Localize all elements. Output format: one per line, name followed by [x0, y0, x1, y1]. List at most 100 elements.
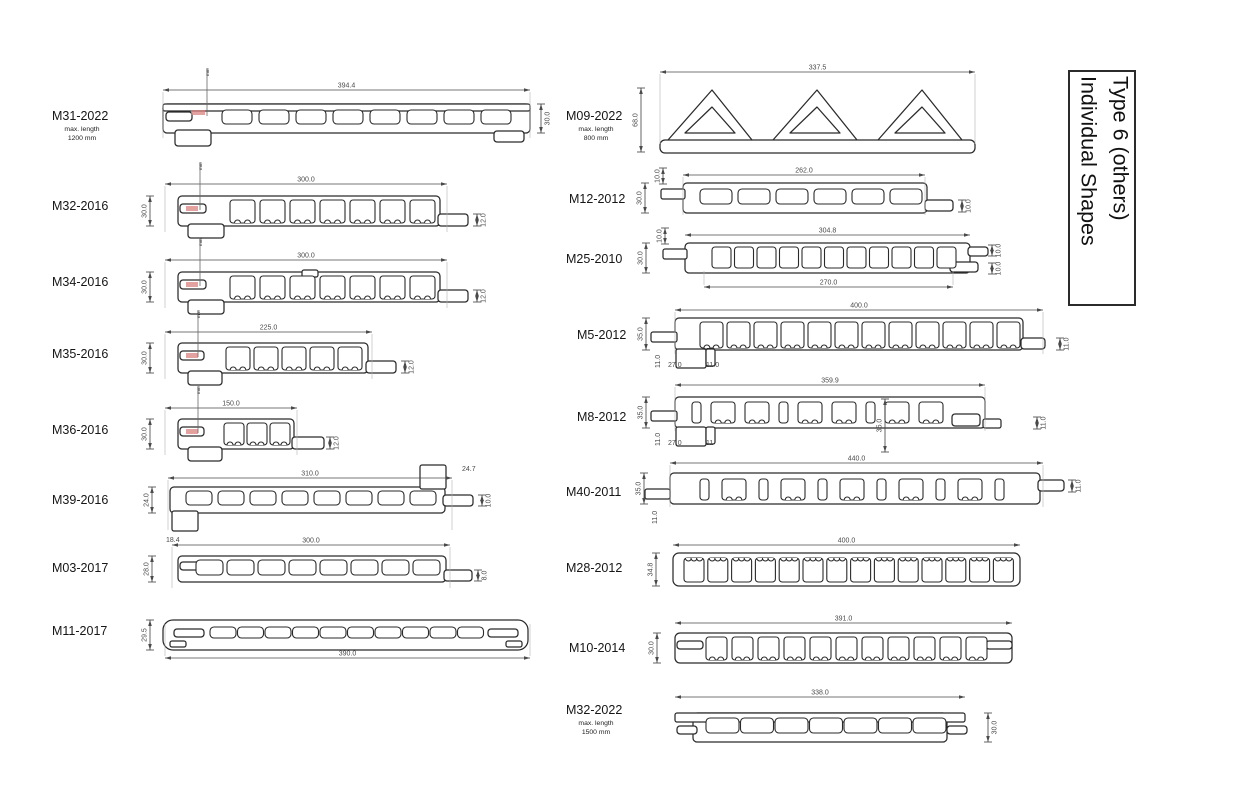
dimension-label: 30.0 [992, 721, 999, 735]
cavity [229, 275, 256, 300]
cavity [259, 199, 286, 224]
cavity-tooth [874, 344, 882, 349]
cavity-tooth [263, 219, 272, 224]
cavity-tooth [820, 344, 828, 349]
dim-arrow [663, 228, 667, 234]
cavity-tooth [873, 656, 881, 661]
cavity-tooth [1000, 344, 1008, 349]
cavity [319, 626, 347, 639]
cavity [846, 246, 867, 269]
dim-arrow [644, 397, 648, 403]
cavity [731, 636, 754, 661]
dim-arrow [883, 446, 887, 452]
title-block: Individual Shapes Type 6 (others) [1068, 70, 1136, 306]
cavity [756, 246, 777, 269]
dimension-label: 30.0 [142, 351, 149, 365]
dimension-label: 12.0 [481, 289, 488, 303]
cavity [915, 321, 940, 349]
truss-outer [772, 89, 858, 141]
dimension-label: 30.0 [637, 191, 644, 205]
cavity-tooth [784, 496, 792, 501]
cavity-tooth [233, 219, 242, 224]
dim-arrow [959, 695, 965, 699]
cavity-tooth [801, 419, 809, 424]
dim-arrow [148, 296, 152, 302]
cavity-tooth [886, 557, 894, 562]
dim-arrow [673, 543, 679, 547]
cavity-tooth [916, 656, 924, 661]
dim-arrow [444, 543, 450, 547]
dim-arrow [655, 633, 659, 639]
cavity-tooth [982, 344, 990, 349]
cavity-tooth [333, 295, 342, 300]
dim-arrow [655, 657, 659, 663]
profile-label: M39-2016 [52, 493, 108, 507]
dim-arrow [539, 104, 543, 110]
cavity-tooth [932, 419, 940, 424]
dim-arrow [524, 656, 530, 660]
cavity-tooth [811, 344, 819, 349]
cavity-tooth [333, 219, 342, 224]
title-line-1: Individual Shapes [1076, 76, 1101, 246]
cavity [913, 246, 935, 269]
profile-label: M11-2017 [52, 624, 107, 638]
dim-arrow [148, 644, 152, 650]
dim-arrow [475, 296, 479, 302]
dimension-label: 338.0 [811, 690, 829, 697]
dimension-label: 337.5 [809, 65, 827, 72]
cavity [778, 557, 800, 583]
cavity [888, 321, 913, 349]
profile-feature [187, 299, 225, 315]
cavity-tooth [239, 366, 247, 371]
callout-text: mm [198, 162, 203, 170]
cavity-tooth [835, 419, 843, 424]
cavity [780, 478, 806, 501]
cavity [939, 636, 962, 661]
cavity [935, 478, 946, 501]
profile-feature [505, 640, 523, 648]
cavity-tooth [696, 557, 704, 562]
truss-outer [667, 89, 753, 141]
cavity-tooth [892, 344, 900, 349]
cavity-tooth [845, 419, 853, 424]
dim-arrow [148, 443, 152, 449]
dim-arrow [150, 556, 154, 562]
dimension-label: 11.0 [706, 362, 719, 369]
cavity [409, 199, 436, 224]
profile-label: M32-2016 [52, 199, 108, 213]
dimension-label: 300.0 [297, 253, 315, 260]
profile-label: M31-2022 [52, 109, 108, 123]
dim-arrow [883, 399, 887, 405]
cavity-tooth [902, 496, 910, 501]
cavity [291, 626, 320, 639]
dim-arrow [639, 146, 643, 152]
cavity-tooth [233, 295, 242, 300]
cavity-tooth [243, 295, 252, 300]
cavity [921, 557, 943, 583]
profile-feature [487, 628, 519, 638]
profile-feature [437, 213, 469, 227]
cavity [775, 188, 809, 205]
cavity [456, 626, 485, 639]
cavity-tooth [748, 419, 756, 424]
cavity-tooth [708, 656, 716, 661]
cavity-tooth [735, 496, 743, 501]
dim-arrow [441, 182, 447, 186]
cavity [936, 246, 957, 269]
dimension-label: 394.4 [338, 83, 356, 90]
profile-sublabel: 800 mm [584, 135, 609, 142]
dim-arrow [663, 238, 667, 244]
cavity [209, 626, 237, 639]
dim-arrow [476, 570, 480, 576]
cavity-tooth [739, 344, 747, 349]
profile-label: M12-2012 [569, 192, 625, 206]
dim-arrow [475, 220, 479, 226]
cavity-tooth [280, 441, 288, 446]
cavity-tooth [263, 295, 272, 300]
dim-arrow [148, 272, 152, 278]
dim-arrow [661, 168, 665, 174]
